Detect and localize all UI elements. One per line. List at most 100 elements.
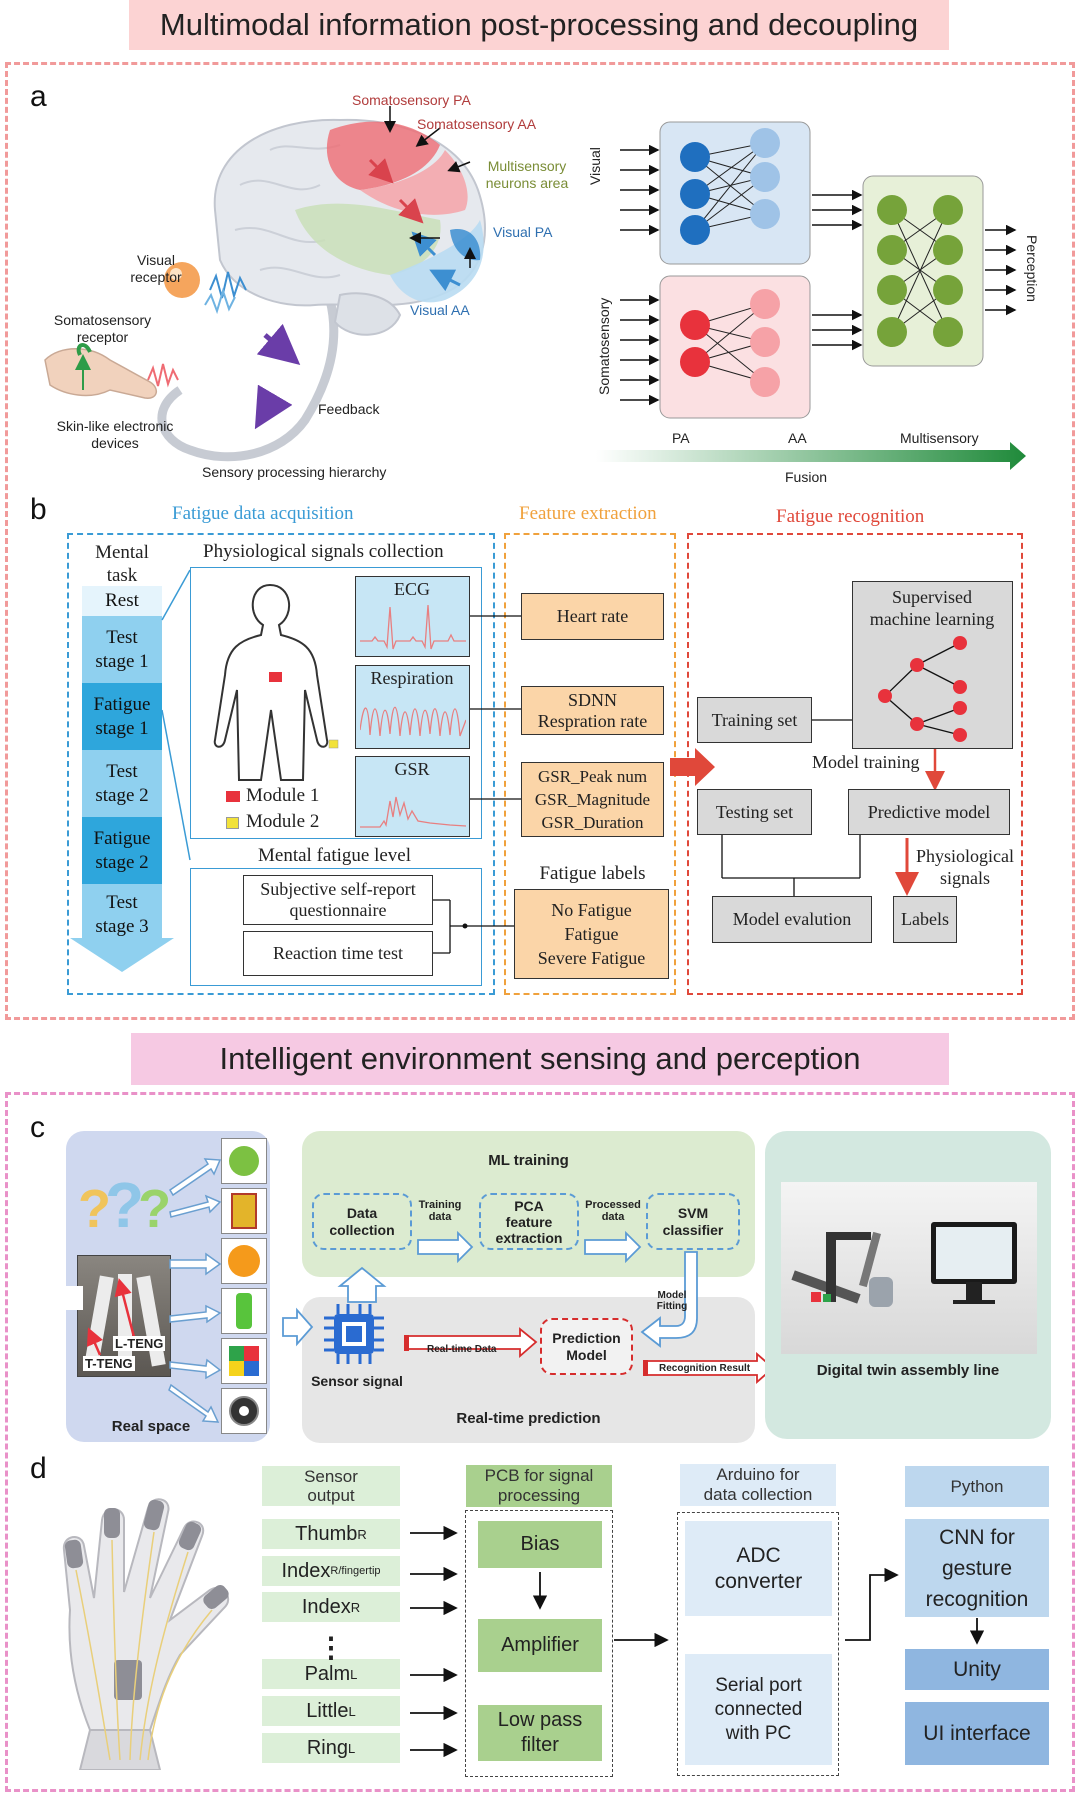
stage-4-line-2: stage 2 [95, 784, 149, 806]
pca-line3: extraction [495, 1229, 563, 1246]
panel-letter-a: a [30, 80, 47, 113]
processed-data-label: Processed data [580, 1199, 646, 1223]
sensor-output-line1: Sensor [304, 1467, 358, 1486]
apple-object-icon [221, 1138, 267, 1184]
label-skin-line1: Skin-like electronic [56, 418, 174, 434]
model-evaluation-box: Model evalution [712, 896, 872, 943]
training-data-label: Training data [412, 1199, 468, 1223]
somatosensory-pa-region [326, 121, 440, 190]
label-somatosensory-pa: Somatosensory PA [352, 92, 471, 108]
low-pass-line1: Low pass [497, 1709, 583, 1731]
bottle-object-icon [221, 1288, 267, 1334]
module-1-swatch [226, 791, 240, 802]
arduino-frame [677, 1512, 839, 1776]
gsr-label: GSR [394, 759, 430, 779]
gsr-waveform [360, 796, 466, 828]
fatigue-label-severe: Severe Fatigue [537, 948, 646, 968]
neural-network-diagram [596, 121, 1026, 470]
adc-line1: ADC [736, 1543, 781, 1567]
brain-illustration [44, 106, 486, 462]
model-training-label: Model training [812, 752, 920, 772]
l-teng-label: L-TENG [113, 1336, 166, 1351]
feature-gsr-line3: GSR_Duration [541, 813, 644, 832]
acquisition-frame [67, 533, 495, 995]
module-2-label: Module 2 [246, 811, 320, 832]
physiological-signals-label: Physiological signals [905, 845, 1025, 889]
ui-interface-box: UI interface [905, 1702, 1049, 1765]
feature-sdnn-line2: Respration rate [537, 710, 648, 731]
panel-letter-b: b [30, 493, 47, 526]
label-multisensory-layer: Multisensory [900, 430, 979, 446]
adc-line2: converter [714, 1569, 803, 1593]
middle-banner: Intelligent environment sensing and perc… [131, 1033, 949, 1085]
module-1-label: Module 1 [246, 785, 320, 806]
svm-line2: classifier [662, 1221, 724, 1238]
model-fitting-label: Model Fitting [648, 1290, 696, 1312]
label-somato-receptor-line1: Somatosensory [53, 312, 152, 328]
python-header: Python [905, 1466, 1049, 1507]
svm-box: SVM classifier [646, 1193, 740, 1250]
unity-box: Unity [905, 1649, 1049, 1690]
reaction-time-box: Reaction time test [243, 931, 433, 976]
pca-box: PCA feature extraction [479, 1193, 579, 1250]
top-banner: Multimodal information post-processing a… [129, 0, 949, 50]
feature-heart-rate-text: Heart rate [556, 606, 629, 626]
sensor-row-1-name: Thumb [295, 1522, 358, 1545]
title-fatigue-data-acquisition: Fatigue data acquisition [172, 503, 354, 524]
stage-connector-lines [161, 569, 191, 861]
label-visual-receptor: Visual receptor [120, 252, 192, 286]
label-sensory-hierarchy: Sensory processing hierarchy [202, 464, 387, 480]
spinal-cord [157, 298, 339, 462]
label-feedback: Feedback [318, 401, 380, 417]
stage-column-arrowhead [70, 938, 174, 972]
sensor-row-4-subscript: L [350, 1666, 358, 1682]
top-panel-frame [5, 62, 1075, 1020]
panel-letter-c: c [30, 1111, 45, 1144]
realtime-prediction-label: Real-time prediction [456, 1410, 601, 1427]
smart-glove-illustration [62, 1498, 230, 1770]
svm-line1: SVM [677, 1204, 709, 1221]
label-somatosensory-receptor: Somatosensory receptor [45, 312, 160, 346]
sensor-row-5-subscript: L [348, 1703, 356, 1719]
bottom-panel-frame [5, 1092, 1075, 1792]
arduino-title-line1: Arduino for [716, 1465, 800, 1484]
label-perception-output: Perception [1024, 235, 1040, 302]
stage-6-line-1: Test [106, 892, 138, 913]
physio-signals-line2: signals [939, 868, 990, 888]
questionnaire-box: Subjective self-report questionnaire [243, 875, 433, 925]
supervised-line2: machine learning [869, 609, 995, 629]
mental-fatigue-level-title: Mental fatigue level [258, 845, 411, 866]
sensor-row-4-name: Palm [304, 1662, 351, 1685]
training-set-text: Training set [711, 709, 798, 730]
low-pass-line2: filter [521, 1734, 559, 1756]
can-object-icon [221, 1188, 267, 1234]
feature-heart-rate: Heart rate [521, 593, 664, 640]
predictive-model-box: Predictive model [848, 789, 1010, 835]
fatigue-level-frame [190, 868, 482, 986]
supervised-line1: Supervised [892, 587, 972, 607]
real-space-label: Real space [111, 1418, 191, 1435]
label-fusion: Fusion [785, 469, 828, 485]
mental-task-line2: task [106, 565, 138, 586]
label-somatosensory-input: Somatosensory [596, 297, 612, 395]
serial-line2: connected [714, 1698, 803, 1720]
physio-frame [190, 567, 482, 839]
sensor-row-1-subscript: R [357, 1526, 367, 1542]
unity-text: Unity [953, 1657, 1001, 1681]
gsr-panel: GSR [355, 756, 470, 837]
label-visual-pa: Visual PA [493, 224, 553, 240]
title-feature-extraction: Feature extraction [519, 503, 657, 524]
questionnaire-line1: Subjective self-report [260, 879, 416, 899]
stage-3-line-1: Fatigue [93, 693, 151, 715]
arduino-header: Arduino for data collection [680, 1464, 836, 1506]
reaction-time-text: Reaction time test [273, 943, 403, 963]
label-visual-receptor-line1: Visual [137, 252, 175, 268]
object-column [221, 1138, 267, 1434]
somatosensory-aa-region [360, 150, 468, 215]
